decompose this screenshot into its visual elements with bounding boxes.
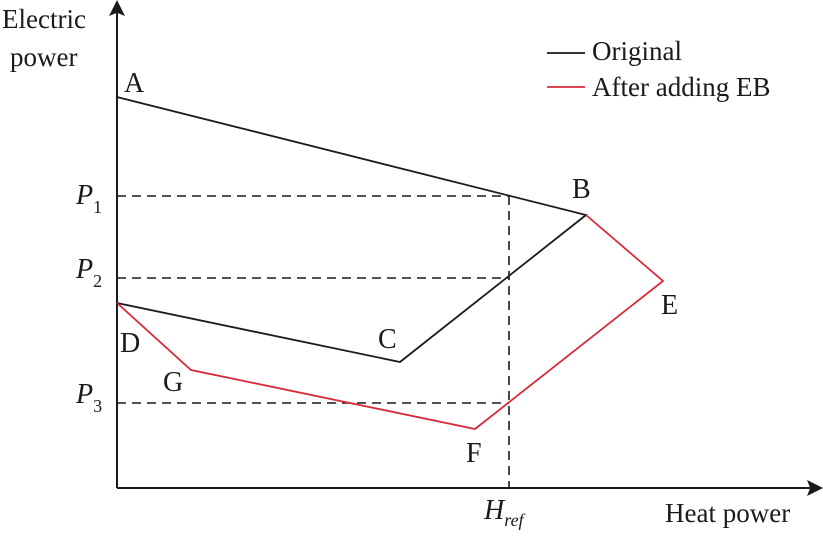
y-axis-title-line2: power — [10, 42, 77, 72]
point-label-f: F — [466, 438, 482, 469]
legend-original-label: Original — [592, 36, 682, 66]
point-label-e: E — [661, 290, 678, 321]
point-label-b: B — [572, 174, 591, 205]
after-eb-region-line — [116, 214, 665, 430]
legend: Original After adding EB — [547, 36, 770, 102]
point-label-a: A — [124, 68, 145, 99]
original-region-line — [116, 96, 588, 363]
guide-lines — [117, 195, 510, 488]
p2-label: P2 — [75, 254, 102, 291]
point-label-c: C — [378, 324, 397, 355]
point-label-g: G — [163, 367, 183, 398]
point-label-d: D — [120, 328, 140, 359]
legend-after-label: After adding EB — [592, 72, 770, 102]
y-axis-title-line1: Electric — [2, 4, 86, 34]
p3-label: P3 — [75, 379, 102, 416]
x-axis-title: Heat power — [665, 498, 790, 528]
p1-label: P1 — [75, 180, 102, 217]
href-label: Href — [483, 495, 527, 530]
